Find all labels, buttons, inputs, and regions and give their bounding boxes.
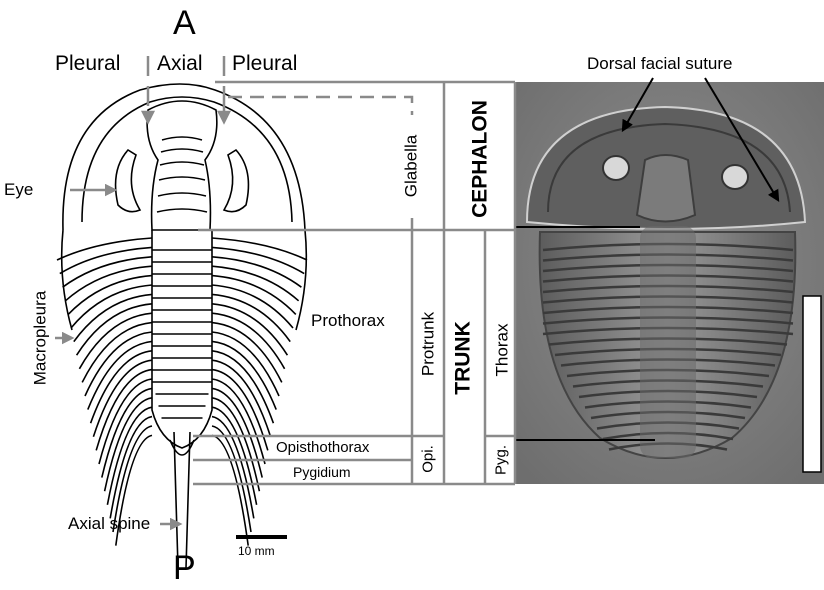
axial-rings: [152, 250, 212, 418]
glabella-furrow: [162, 137, 202, 140]
cephalon-outline: [63, 84, 305, 230]
protrunk-region-label: Protrunk: [420, 312, 437, 376]
glabella-furrow: [159, 177, 205, 180]
pyg-region-label: Pyg.: [494, 445, 509, 475]
pleura-left: [60, 247, 152, 273]
pleura-right: [212, 257, 301, 287]
thorax-region-label: Thorax: [494, 324, 511, 377]
glabella-furrow: [157, 209, 207, 212]
dorsal-facial-suture-label: Dorsal facial suture: [587, 55, 733, 72]
glabella-region-label: Glabella: [403, 135, 420, 197]
opisthothorax-label: Opisthothorax: [276, 440, 369, 455]
pleurae-right: [212, 238, 307, 546]
pleura-right: [212, 341, 276, 409]
pleura-left: [88, 341, 152, 409]
genal-spine-left: [62, 230, 72, 330]
pleura-right: [212, 247, 304, 273]
glabella-furrows: [157, 137, 207, 212]
macropleura-label: Macropleura: [32, 291, 49, 386]
pleura-right: [212, 276, 296, 315]
anterior-label: A: [173, 6, 196, 40]
pleurae-left: [57, 238, 152, 546]
posterior-label: P: [173, 551, 196, 585]
glabella-furrow: [161, 149, 203, 152]
pleura-left: [63, 257, 152, 287]
fossil-glabella: [637, 155, 695, 222]
eye-right: [224, 150, 248, 212]
fossil-photo: [514, 78, 824, 484]
trilobite-drawing: [57, 84, 307, 568]
header-pleural-left: Pleural: [55, 53, 120, 74]
eye-left: [116, 150, 140, 212]
pleura-right: [212, 332, 279, 396]
opi-region-label: Opi.: [421, 445, 436, 473]
scale-bar-label: 10 mm: [238, 545, 275, 557]
header-pleural-right: Pleural: [232, 53, 297, 74]
fossil-eye-right: [722, 165, 748, 189]
header-axial: Axial: [157, 53, 203, 74]
glabella-furrow: [160, 162, 204, 165]
prothorax-label: Prothorax: [311, 312, 385, 329]
glabella-furrow: [158, 193, 206, 196]
pygidium-label: Pygidium: [293, 465, 351, 479]
genal-spine-right: [296, 230, 306, 330]
eye-label: Eye: [4, 181, 33, 198]
cephalon-region-label: CEPHALON: [470, 100, 491, 218]
pleura-left: [68, 276, 152, 315]
trunk-region-label: TRUNK: [453, 321, 474, 395]
axial-spine-label: Axial spine: [68, 515, 150, 532]
glabella-outline: [147, 101, 217, 230]
fossil-eye-left: [603, 156, 629, 180]
pleura-left: [85, 332, 152, 396]
fossil-axis: [640, 226, 696, 458]
photo-scale-bar: [803, 296, 821, 472]
